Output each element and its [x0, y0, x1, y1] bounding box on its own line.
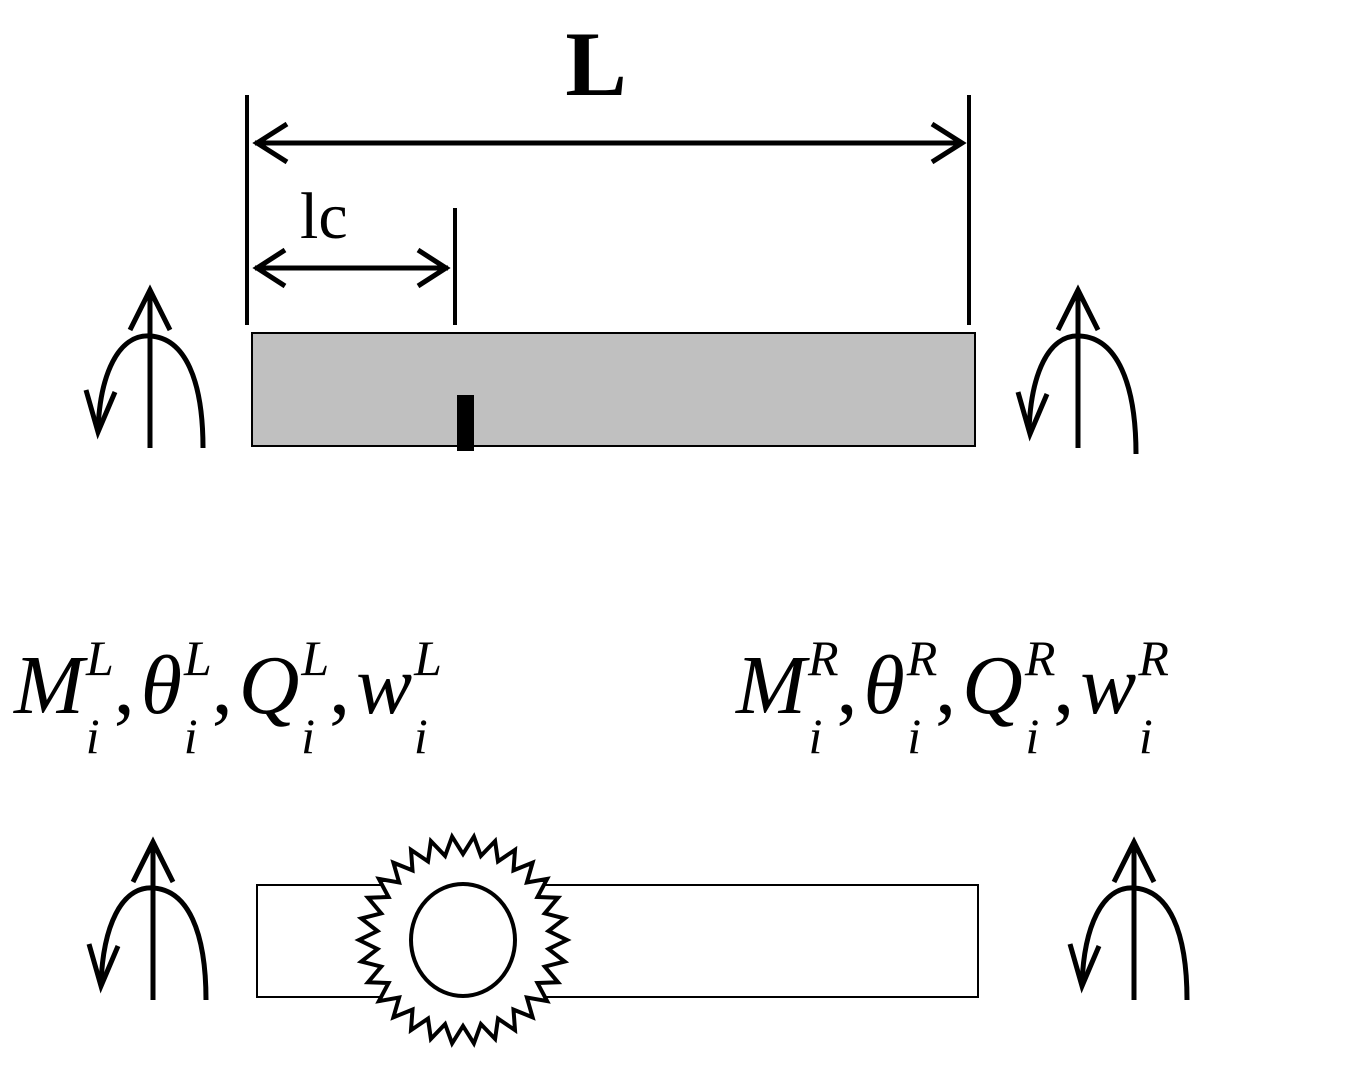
total-length-label: L [565, 13, 626, 115]
right-model-end-load-icon [1067, 836, 1190, 1001]
spring-hub-icon [409, 882, 517, 998]
left-end-load-icon [83, 284, 206, 449]
dimension-lines: L lc [245, 13, 971, 325]
beam-body [251, 332, 976, 447]
crack-position-label: lc [300, 180, 348, 253]
crack-notch-icon [457, 395, 474, 451]
left-model-end-load-icon [86, 836, 209, 1001]
right-end-load-icon [1015, 284, 1139, 455]
cracked-beam [251, 332, 976, 451]
crack-position-arrow [252, 247, 451, 289]
spring-model-beam [256, 832, 979, 1048]
total-length-arrow [252, 121, 967, 165]
